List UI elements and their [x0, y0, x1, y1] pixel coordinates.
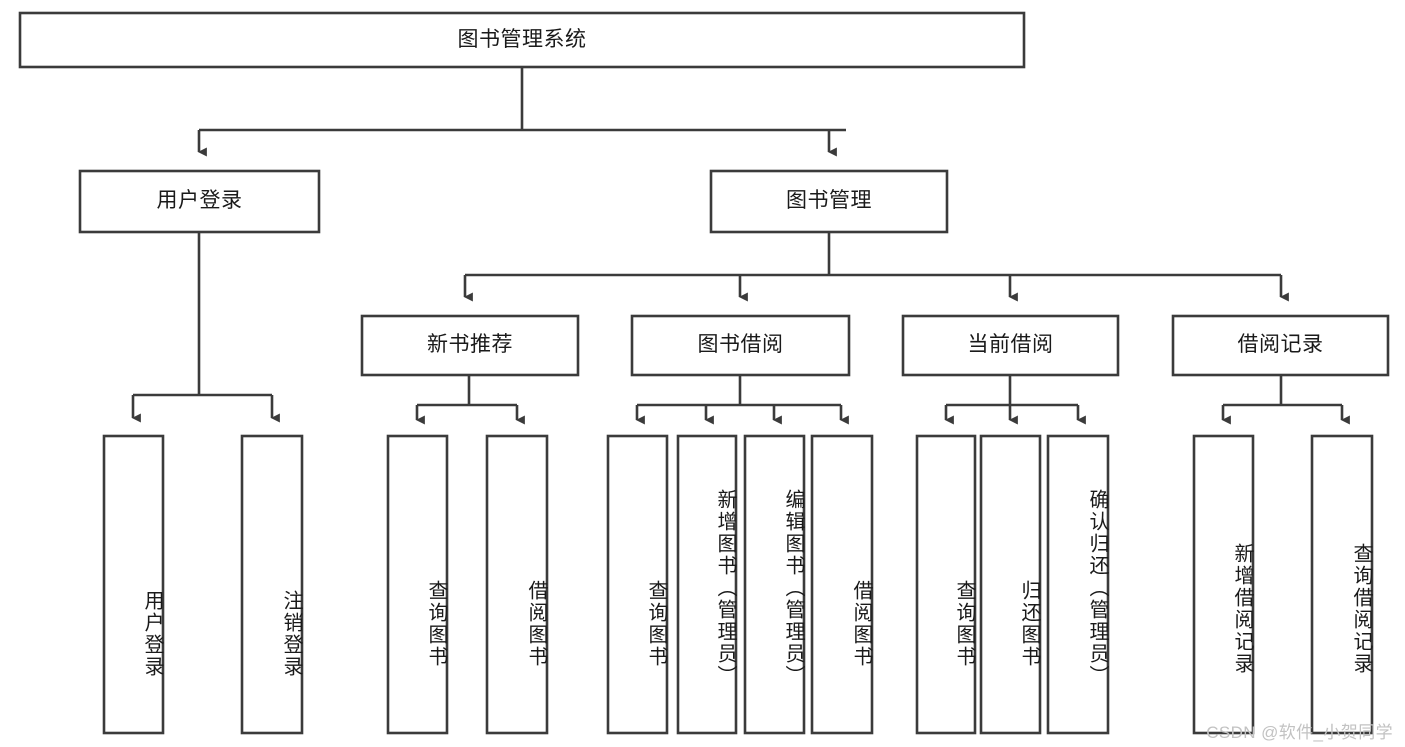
node-current-borrow[interactable] [901, 314, 1120, 377]
connector-currentborrow-to-leaves [944, 375, 1086, 425]
connector-borrowrecord-to-leaves [1221, 375, 1350, 425]
node-leaf-query-record[interactable] [1310, 434, 1374, 735]
node-leaf-query-book-1[interactable] [386, 434, 449, 735]
node-new-book-rec[interactable] [360, 314, 580, 377]
node-root[interactable] [18, 11, 1026, 69]
connector-bookmanage-to-level3 [463, 232, 1289, 302]
node-leaf-user-login[interactable] [102, 434, 165, 735]
connector-newbook-to-leaves [415, 375, 525, 425]
connector-root-to-level2 [197, 67, 846, 157]
node-leaf-query-book-3[interactable] [915, 434, 977, 735]
node-user-login[interactable] [78, 169, 321, 234]
connector-bookborrow-to-leaves [635, 375, 849, 425]
node-leaf-edit-book[interactable] [743, 434, 806, 735]
node-book-borrow[interactable] [630, 314, 851, 377]
node-leaf-add-book[interactable] [676, 434, 738, 735]
connector-userlogin-to-leaves [131, 232, 280, 423]
node-leaf-query-book-2[interactable] [606, 434, 669, 735]
node-leaf-borrow-book-2[interactable] [810, 434, 874, 735]
node-leaf-borrow-book-1[interactable] [485, 434, 549, 735]
node-book-manage[interactable] [709, 169, 949, 234]
node-leaf-logout[interactable] [240, 434, 304, 735]
node-leaf-add-record[interactable] [1192, 434, 1255, 735]
node-leaf-confirm-return[interactable] [1046, 434, 1110, 735]
node-leaf-return-book[interactable] [979, 434, 1042, 735]
node-borrow-record[interactable] [1171, 314, 1390, 377]
